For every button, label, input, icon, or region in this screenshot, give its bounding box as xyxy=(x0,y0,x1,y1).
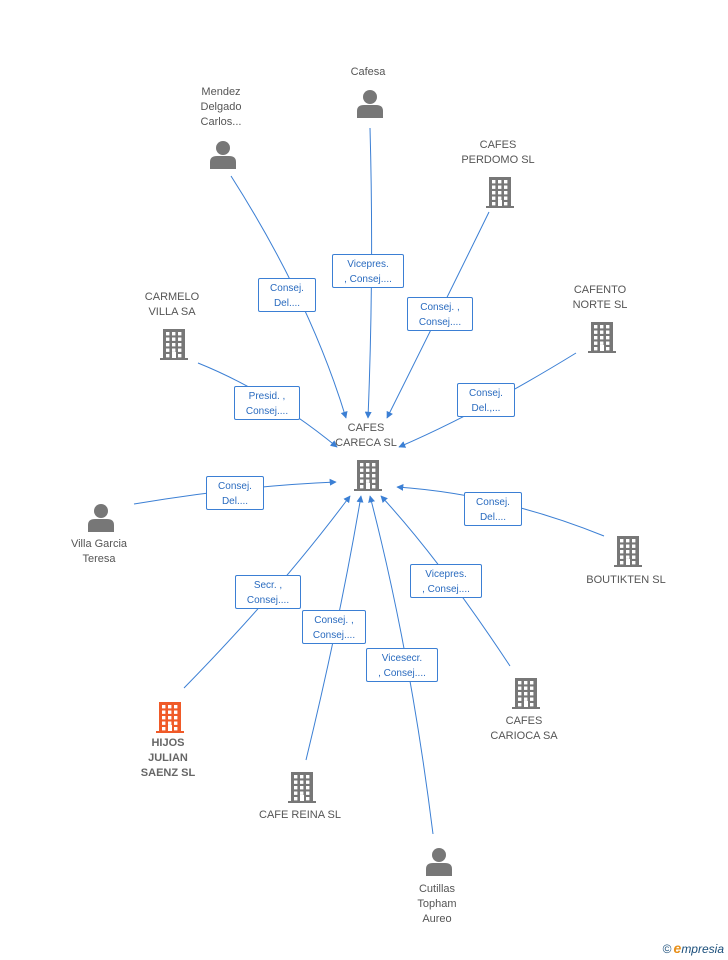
mendez-person-icon[interactable] xyxy=(210,141,236,169)
node-label-perdomo: CAFES PERDOMO SL xyxy=(461,139,535,166)
node-label-villa: Villa Garcia Teresa xyxy=(70,538,128,565)
center-node-label: CAFES CARECA SL xyxy=(335,422,397,449)
node-label-cafesa: Cafesa xyxy=(350,65,386,78)
center-building-icon[interactable] xyxy=(354,460,382,491)
villa-person-icon[interactable] xyxy=(88,504,114,532)
cafesa-person-icon[interactable] xyxy=(357,90,383,118)
node-label-mendez: Mendez Delgado Carlos... xyxy=(200,85,242,128)
relation-label-mendez[interactable]: Consej. Del.... xyxy=(258,278,316,312)
node-label-carioca: CAFES CARIOCA SA xyxy=(490,715,558,742)
boutikten-building-icon[interactable] xyxy=(614,536,642,567)
relation-label-reina[interactable]: Consej. , Consej.... xyxy=(302,610,366,644)
carioca-building-icon[interactable] xyxy=(512,678,540,709)
relation-label-hijos[interactable]: Secr. , Consej.... xyxy=(235,575,301,609)
node-label-carmelo: CARMELO VILLA SA xyxy=(144,291,200,318)
hijos-building-icon[interactable] xyxy=(156,702,184,733)
cafento-building-icon[interactable] xyxy=(588,322,616,353)
relation-label-carioca[interactable]: Vicepres. , Consej.... xyxy=(410,564,482,598)
node-label-cafento: CAFENTO NORTE SL xyxy=(572,284,628,311)
relation-label-carmelo[interactable]: Presid. , Consej.... xyxy=(234,386,300,420)
cutillas-person-icon[interactable] xyxy=(426,848,452,876)
node-label-boutikten: BOUTIKTEN SL xyxy=(586,573,666,586)
relation-label-cafento[interactable]: Consej. Del.,... xyxy=(457,383,515,417)
relation-label-boutikten[interactable]: Consej. Del.... xyxy=(464,492,522,526)
relation-label-cutillas[interactable]: Vicesecr. , Consej.... xyxy=(366,648,438,682)
watermark: ©empresia xyxy=(663,940,724,956)
node-label-cutillas: Cutillas Topham Aureo xyxy=(417,882,457,925)
reina-building-icon[interactable] xyxy=(288,772,316,803)
relation-label-cafesa[interactable]: Vicepres. , Consej.... xyxy=(332,254,404,288)
carmelo-building-icon[interactable] xyxy=(160,329,188,360)
node-label-hijos: HIJOS JULIAN SAENZ SL xyxy=(140,736,196,779)
node-label-reina: CAFE REINA SL xyxy=(259,808,341,821)
perdomo-building-icon[interactable] xyxy=(486,177,514,208)
copyright-symbol: © xyxy=(662,942,672,956)
relation-label-perdomo[interactable]: Consej. , Consej.... xyxy=(407,297,473,331)
relation-label-villa[interactable]: Consej. Del.... xyxy=(206,476,264,510)
icon-layer xyxy=(88,90,642,876)
brand-name: mpresia xyxy=(681,942,724,956)
brand-initial: e xyxy=(673,940,682,956)
